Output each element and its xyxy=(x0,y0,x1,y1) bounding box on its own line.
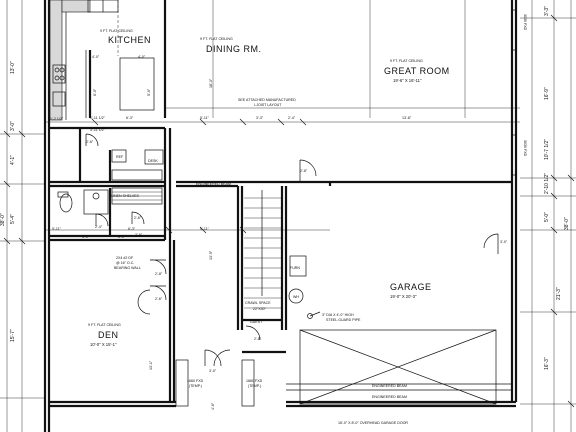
door-label-7: 2'-8" xyxy=(254,337,262,341)
guest-label: GUEST xyxy=(250,320,263,324)
den-area xyxy=(137,240,255,407)
door-label-2: 2'-8" xyxy=(300,169,308,173)
dim-bath-1: 5'-0" xyxy=(82,235,90,239)
door-label-8: 3'-0" xyxy=(209,369,217,373)
dim-right-1: 3'-3" xyxy=(544,6,550,16)
exterior-walls xyxy=(43,0,518,432)
crawl-space-label: CRAWL SPACE xyxy=(245,301,271,305)
dim-kitchen-6: 1'-11 1/2" xyxy=(90,116,106,120)
ref-label: REF xyxy=(116,155,124,159)
kitchen-name: KITCHEN xyxy=(108,35,151,45)
great-room-garage-walls xyxy=(176,0,517,405)
dim-right-5: 5'-0" xyxy=(544,212,550,222)
dim-bath-3: 5'-0" xyxy=(118,235,126,239)
dim-right-7: 16'-3" xyxy=(544,357,550,370)
dim-mid-2: 6'-3" xyxy=(126,116,134,120)
dim-lower-2: 4'-6" xyxy=(211,402,215,410)
dim-mid-9: 13'-9" xyxy=(209,250,213,260)
linen-label: LINEN SHELVES xyxy=(111,194,139,198)
dim-kitchen-3: 5'-0" xyxy=(147,88,151,96)
dim-mid-5: 13'-8" xyxy=(402,116,412,120)
window-2-label: 3030 FXD xyxy=(523,140,527,157)
fxd-left-2: (TEMP.) xyxy=(189,384,202,388)
garage-size: 19'-0" X 20'-3" xyxy=(390,294,417,299)
notes: SEE ATTACHED MANUFACTURED I-JOIST LAYOUT… xyxy=(111,14,527,425)
door-label-9: 3'-0" xyxy=(500,240,508,244)
dim-left-2: 3'-0" xyxy=(10,121,16,131)
garage-door-label: 16'-0" X 8'-0" OVERHEAD GARAGE DOOR xyxy=(338,421,408,425)
great-room-ceiling: 9 FT. FLAT CEILING xyxy=(390,59,423,63)
pipe-note-1: 3" DIA X 4'-0" HIGH xyxy=(322,313,354,317)
dim-mid-4: 2'-4" xyxy=(288,116,296,120)
engineered-beam-label-3: ENGINEERED BEAM xyxy=(372,395,407,399)
dim-right-8: 38'-0" xyxy=(564,217,570,230)
bearing-wall-2: @ 16" O.C. xyxy=(116,261,134,265)
dim-left-5: 15'-7" xyxy=(10,329,16,342)
dim-kitchen-5: 1'-2 1/2" xyxy=(50,117,64,121)
dimension-text: 13'-0" 3'-0" 4'-1" 5'-4" 15'-7" 38'-0" 3… xyxy=(0,6,570,410)
dim-kitchen-7: 3'-11 1/2" xyxy=(90,128,106,132)
door-label-1: 2'-6" xyxy=(86,140,94,144)
stairs xyxy=(204,186,288,367)
dim-right-2: 16'-9" xyxy=(544,87,550,100)
dim-kitchen-1: 4'-0" xyxy=(92,55,100,59)
dim-right-6: 21'-3" xyxy=(556,287,562,300)
room-labels: 9 FT. FLAT CEILING KITCHEN 9 FT. FLAT CE… xyxy=(88,29,450,347)
den-size: 10'-0" X 15'-1" xyxy=(90,342,117,347)
pipe-note-2: STEEL GUARD PIPE xyxy=(326,318,361,322)
dim-mid-6: 18'-3" xyxy=(209,78,213,88)
dining-name: DINING RM. xyxy=(206,44,262,54)
dim-mid-7: 6'-3" xyxy=(128,227,136,231)
dim-kitchen-2: 4'-0" xyxy=(138,55,146,59)
manufactured-note: SEE ATTACHED MANUFACTURED xyxy=(238,98,296,102)
dim-bath-2: 5'-11" xyxy=(52,227,62,231)
engineered-beam-label-2: ENGINEERED BEAM xyxy=(372,384,407,388)
door-label-6: 2'-6" xyxy=(155,297,163,301)
fxd-left-1: 1660 FXD xyxy=(187,379,204,383)
den-ceiling: 9 FT. FLAT CEILING xyxy=(88,323,121,327)
door-label-3: 2'-4" xyxy=(95,225,103,229)
door-label-10: 2'-6" xyxy=(135,233,143,237)
bearing-wall-3: BEARING WALL xyxy=(114,266,141,270)
dim-kitchen-4: 6'-0" xyxy=(93,88,97,96)
dim-mid-1: 5'-11" xyxy=(200,116,210,120)
hall-bath-area xyxy=(49,126,172,242)
dining-ceiling: 9 FT. FLAT CEILING xyxy=(200,37,233,41)
door-labels: 2'-6" 2'-8" 2'-4" 2'-6" 2'-8" 2'-6" 2'-8… xyxy=(86,140,508,373)
bearing-wall-1: 2X4 #2 DF xyxy=(116,256,134,260)
engineered-beam-label: ENGINEERED BEAM xyxy=(196,182,231,186)
kitchen-ceiling: 9 FT. FLAT CEILING xyxy=(100,29,133,33)
dim-lower-1: 13'-1" xyxy=(149,360,153,370)
dim-mid-3: 3'-3" xyxy=(256,116,264,120)
fxd-right-1: 1660 FXD xyxy=(246,379,263,383)
dim-left-6: 38'-0" xyxy=(0,213,6,226)
crawl-size-label: 22"X30" xyxy=(253,307,267,311)
dim-mid-8: 5'-11" xyxy=(200,227,210,231)
door-label-4: 2'-6" xyxy=(134,216,142,220)
desk-label: DESK xyxy=(148,159,158,163)
great-room-size: 19'-6" X 16'-11" xyxy=(393,78,422,83)
kitchen-area xyxy=(49,0,167,121)
furn-label: FURN xyxy=(290,266,300,270)
door-label-5: 2'-8" xyxy=(155,272,163,276)
fxd-right-2: (TEMP.) xyxy=(248,384,261,388)
window-1-label: 3030 FXD xyxy=(523,14,527,31)
joist-note: I-JOIST LAYOUT xyxy=(254,103,282,107)
garage-name: GARAGE xyxy=(390,282,432,292)
wh-label: WH xyxy=(293,295,299,299)
den-name: DEN xyxy=(98,330,119,340)
dim-left-3: 4'-1" xyxy=(10,155,16,165)
dim-right-3: 10'-7 1/2" xyxy=(544,139,550,160)
dim-left-4: 5'-4" xyxy=(10,214,16,224)
great-room-name: GREAT ROOM xyxy=(384,66,450,76)
dim-right-4: 2'-10 1/2" xyxy=(544,173,550,194)
dim-left-1: 13'-0" xyxy=(10,61,16,74)
